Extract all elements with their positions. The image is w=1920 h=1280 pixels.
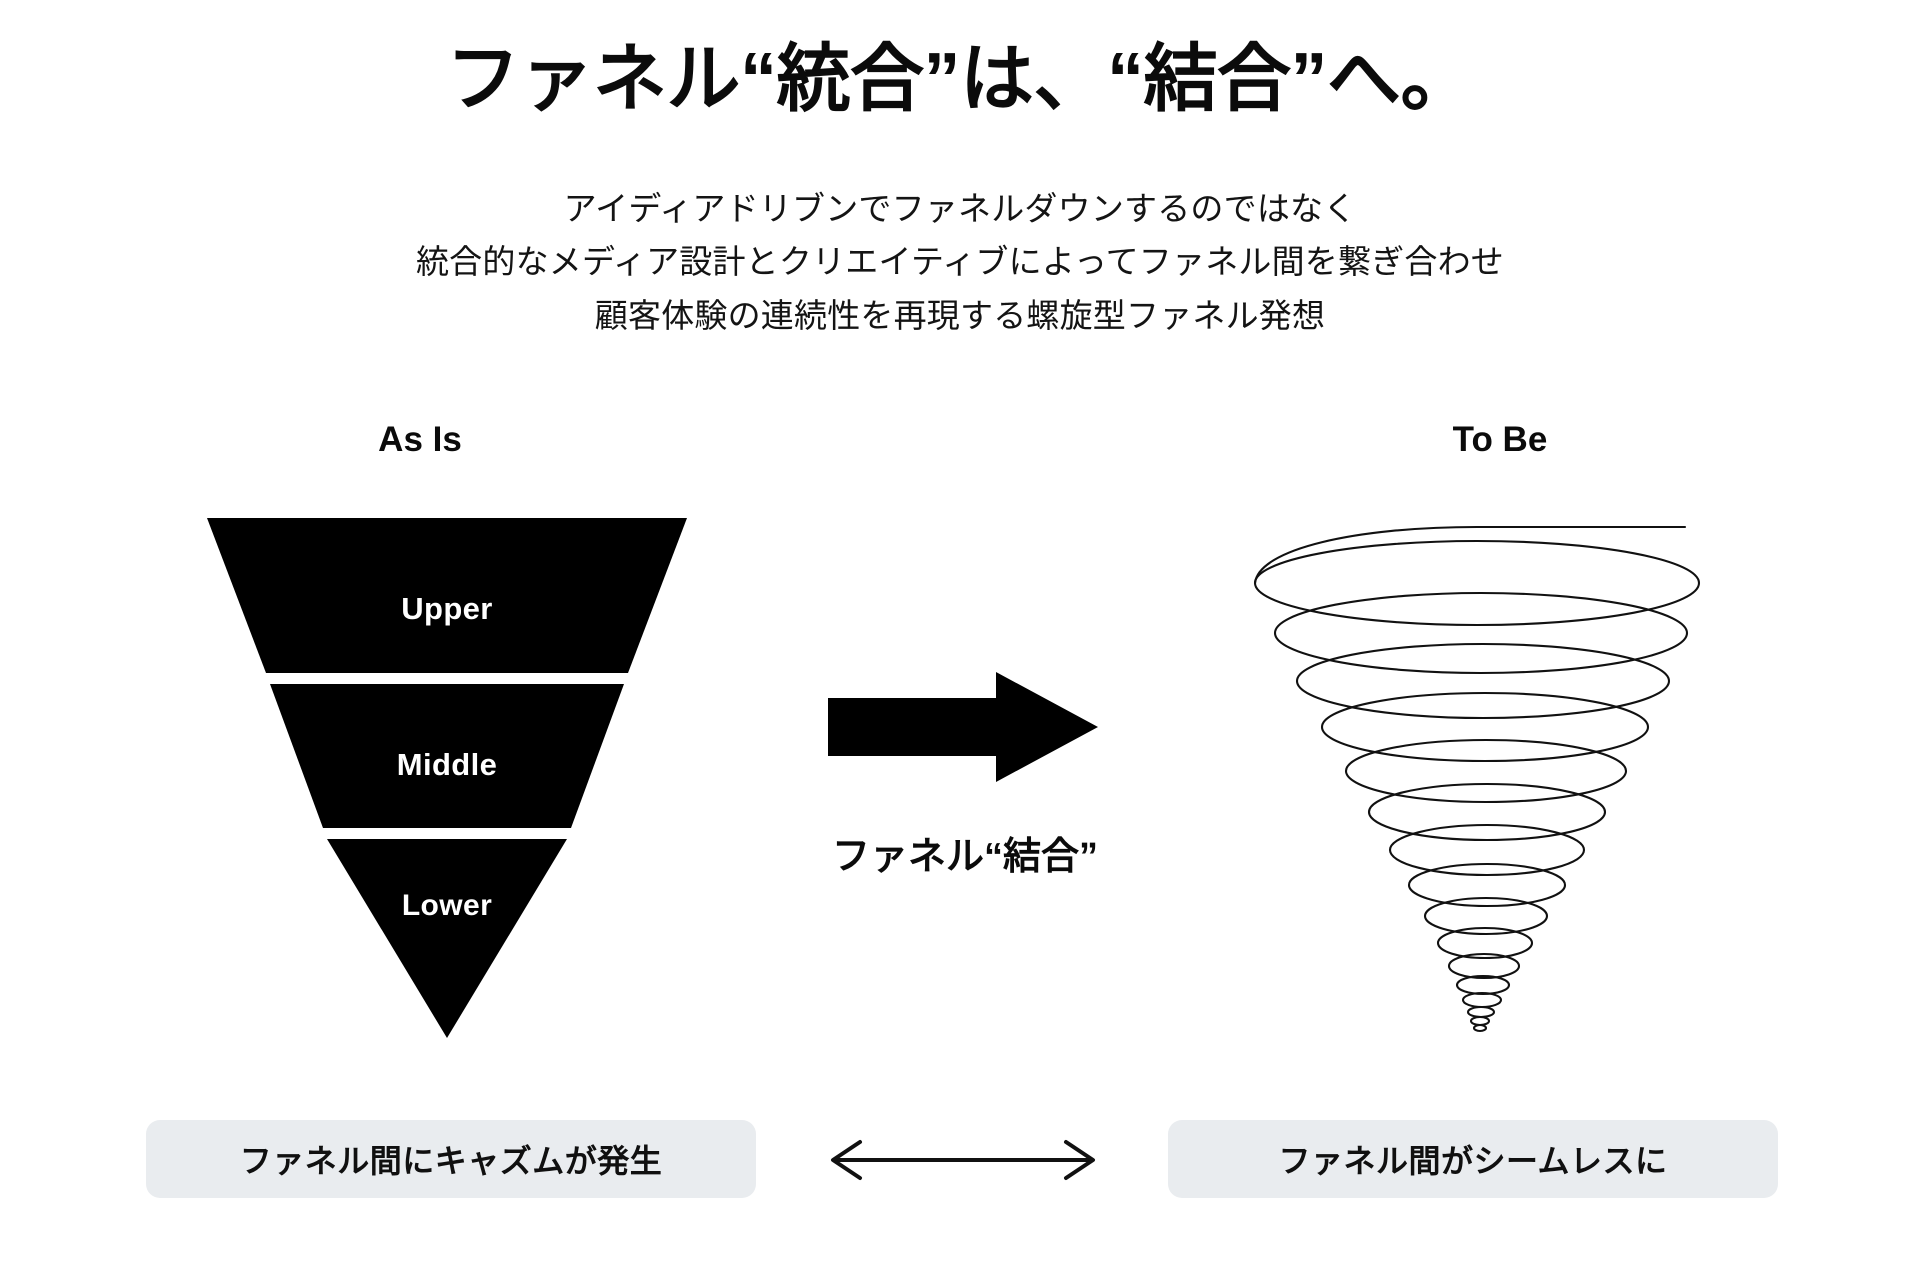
funnel-stage-middle — [270, 684, 624, 828]
funnel-icon — [207, 518, 687, 1038]
page-subtitle: アイディアドリブンでファネルダウンするのではなく 統合的なメディア設計とクリエイ… — [0, 182, 1920, 342]
page-title: ファネル“統合”は、“結合”へ。 — [446, 37, 1475, 120]
transformation-arrow-label: ファネル“結合” — [831, 836, 1098, 878]
as-is-funnel-diagram: Upper Middle Lower — [207, 518, 687, 1038]
footer-pill-to-be: ファネル間がシームレスに — [1168, 1120, 1778, 1198]
funnel-stage-lower — [327, 839, 567, 1038]
double-headed-arrow-icon — [831, 1140, 1095, 1180]
column-heading-as-is: As Is — [378, 420, 462, 459]
footer-connector — [818, 1135, 1108, 1185]
subtitle-line-2: 統合的なメディア設計とクリエイティブによってファネル間を繋ぎ合わせ — [415, 243, 1504, 281]
to-be-spiral-diagram — [1245, 505, 1705, 1050]
spiral-funnel-icon — [1253, 525, 1701, 1033]
column-heading-to-be: To Be — [1452, 420, 1548, 459]
funnel-stage-upper — [207, 518, 687, 673]
subtitle-line-1: アイディアドリブンでファネルダウンするのではなく — [563, 190, 1357, 227]
footer-pill-as-is: ファネル間にキャズムが発生 — [146, 1120, 756, 1198]
transformation-arrow — [828, 672, 1098, 782]
right-arrow-icon — [828, 672, 1098, 782]
subtitle-line-3: 顧客体験の連続性を再現する螺旋型ファネル発想 — [594, 296, 1326, 334]
